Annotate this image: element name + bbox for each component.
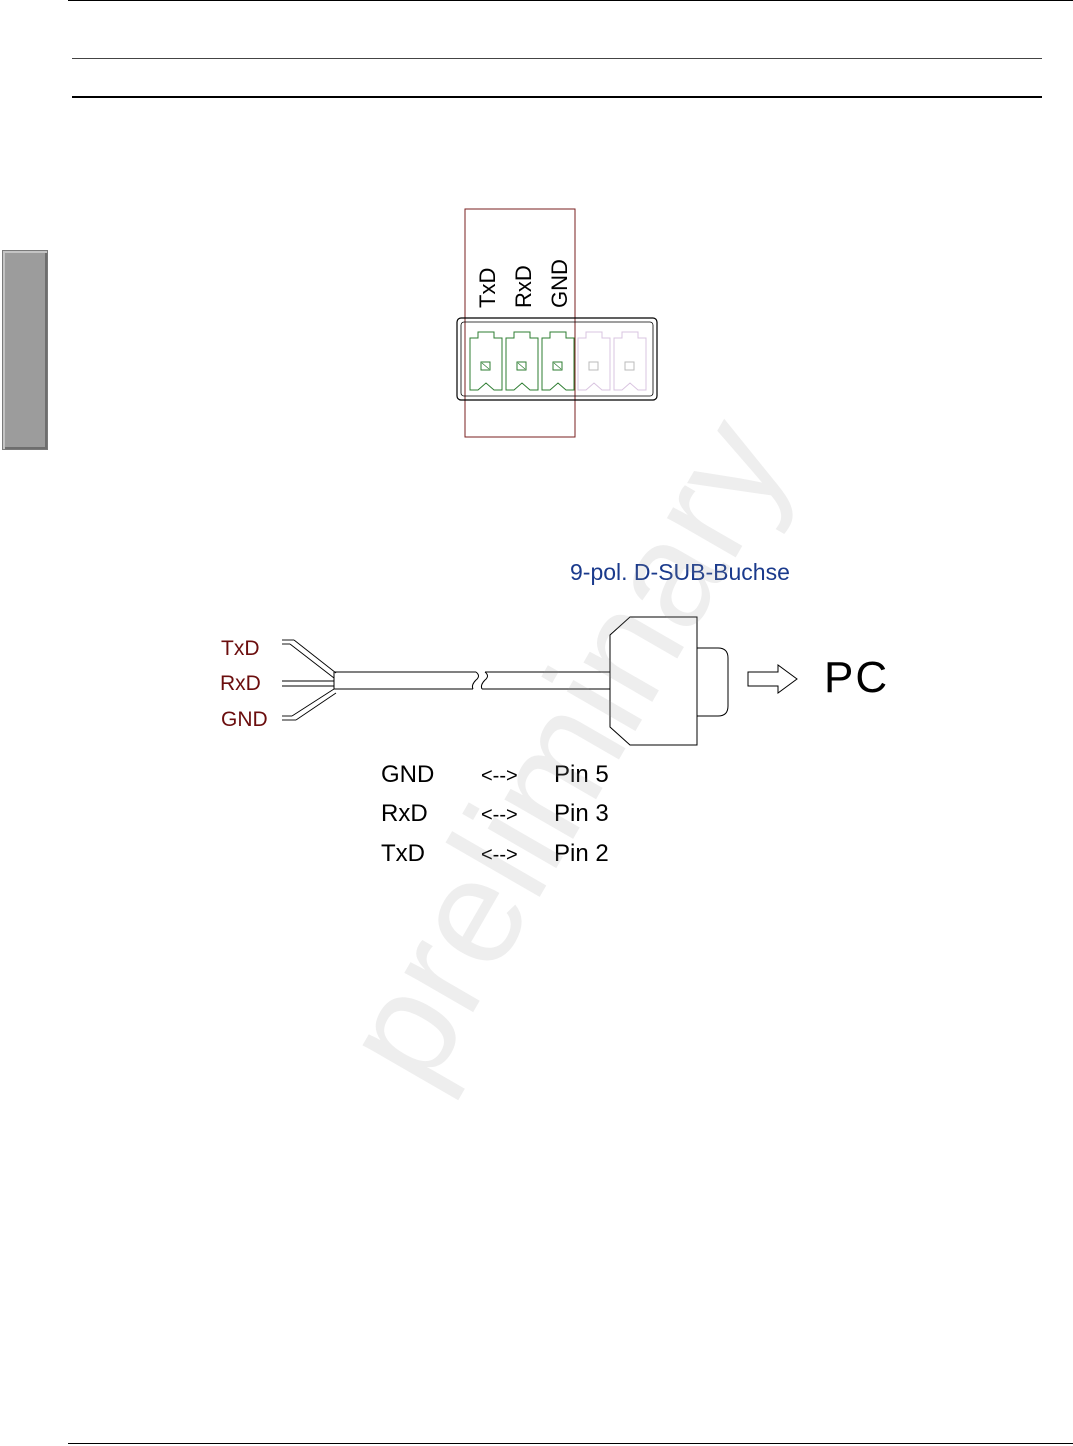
cable: TxD RxD GND: [220, 559, 889, 745]
terminal-pin-2: [506, 332, 538, 390]
mapping-arrow: <-->: [481, 765, 518, 787]
mapping-arrow: <-->: [481, 804, 518, 826]
terminal-pin-4: [578, 332, 610, 390]
mapping-row-txd: TxD <--> Pin 2: [381, 840, 609, 867]
pin-mapping: GND <--> Pin 5 RxD <--> Pin 3 TxD <--> P…: [381, 761, 609, 867]
dsub-connector-label: 9-pol. D-SUB-Buchse: [570, 559, 790, 585]
cable-jacket: [334, 672, 610, 689]
mapping-signal: RxD: [381, 800, 428, 827]
wire-label-gnd: GND: [221, 708, 268, 731]
mapping-pin: Pin 5: [554, 761, 609, 788]
mapping-arrow: <-->: [481, 844, 518, 866]
pc-label: PC: [824, 653, 889, 702]
mapping-row-gnd: GND <--> Pin 5: [381, 761, 609, 788]
mapping-signal: GND: [381, 761, 434, 788]
terminal-pin-5: [614, 332, 646, 390]
terminal-pin-3: [542, 332, 574, 390]
pin-label-rxd: RxD: [511, 265, 536, 308]
wire-label-rxd: RxD: [220, 672, 261, 695]
pin-label-txd: TxD: [475, 268, 500, 308]
dsub-connector: [610, 617, 728, 745]
cable-wires: [282, 640, 336, 720]
terminal-pin-1: [470, 332, 502, 390]
terminal-block: TxD RxD GND: [457, 209, 657, 437]
terminal-housing-inner: [461, 322, 653, 396]
pin-label-gnd: GND: [547, 259, 572, 308]
mapping-signal: TxD: [381, 840, 425, 867]
mapping-pin: Pin 2: [554, 840, 609, 867]
mapping-pin: Pin 3: [554, 800, 609, 827]
terminal-highlight-frame: [465, 209, 575, 437]
mapping-row-rxd: RxD <--> Pin 3: [381, 800, 609, 827]
terminal-housing-outer: [457, 318, 657, 400]
wire-label-txd: TxD: [221, 637, 260, 660]
arrow-to-pc-icon: [748, 665, 797, 693]
